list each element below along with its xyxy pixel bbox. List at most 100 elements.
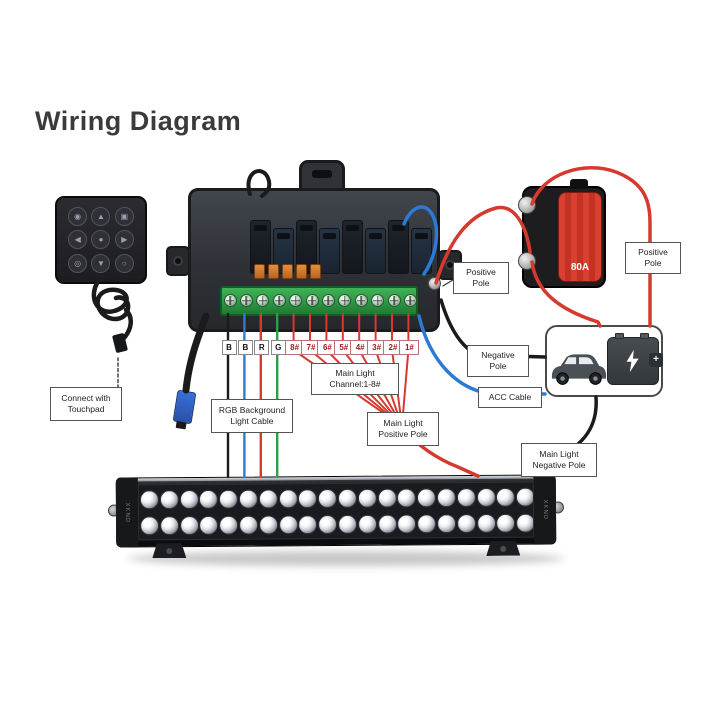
led-reflector <box>159 516 179 536</box>
mounting-bracket-right <box>486 541 520 556</box>
mounting-flange-left <box>166 246 190 276</box>
label-negative-pole: Negative Pole <box>467 345 529 377</box>
terminal-screw <box>289 294 303 307</box>
led-reflector <box>258 515 278 535</box>
terminal-screw <box>354 294 368 307</box>
light-bar-shadow <box>128 551 564 566</box>
breaker-reset-lever: 80A <box>558 192 602 282</box>
touchpad-button: ◉ <box>68 207 88 227</box>
touchpad-plug-connector <box>172 389 197 425</box>
led-reflector <box>199 515 219 535</box>
led-reflector <box>397 488 417 508</box>
led-reflector <box>258 489 278 509</box>
fuse <box>296 264 307 279</box>
brand-text-left: XKND <box>123 502 131 523</box>
led-reflector <box>476 513 496 534</box>
label-main-light-negative: Main Light Negative Pole <box>521 443 597 477</box>
led-reflector <box>317 488 338 509</box>
touchpad-coil-cable <box>91 280 133 341</box>
fuse <box>310 264 321 279</box>
mounting-bracket-left <box>152 543 186 558</box>
terminal-screw <box>239 294 253 307</box>
led-reflector <box>476 487 496 508</box>
breaker-terminal-top <box>518 196 536 214</box>
positive-terminal-stud <box>428 277 441 290</box>
label-main-light-positive: Main Light Positive Pole <box>367 412 439 446</box>
lightning-icon <box>626 349 639 373</box>
led-reflector <box>496 513 516 533</box>
breaker-knob <box>570 179 588 189</box>
led-reflector <box>456 488 476 508</box>
led-reflector <box>377 514 397 534</box>
led-reflector <box>436 488 456 508</box>
fuse <box>268 264 279 279</box>
led-reflector <box>318 514 338 535</box>
led-reflector <box>218 489 239 509</box>
led-reflector <box>238 489 258 509</box>
led-reflector <box>199 489 219 509</box>
label-positive-pole-battery: Positive Pole <box>625 242 681 274</box>
relay <box>319 228 340 274</box>
terminal-tag: B <box>221 340 237 355</box>
terminal-tag: G <box>270 340 286 355</box>
vehicle-battery-box: + <box>545 325 663 397</box>
led-reflector <box>516 513 535 533</box>
terminal-screw <box>387 294 401 307</box>
led-reflector <box>397 514 417 534</box>
touchpad-button: ▼ <box>91 253 111 273</box>
battery-icon: + <box>607 333 663 385</box>
led-reflector <box>496 487 516 507</box>
led-light-bar: XKND XKND <box>107 474 565 548</box>
led-reflector <box>298 489 318 509</box>
terminal-strip <box>220 286 418 316</box>
led-reflector <box>377 488 397 508</box>
led-reflector <box>417 514 437 534</box>
terminal-tag: 1# <box>399 340 420 355</box>
touchpad-button: ▲ <box>91 207 111 227</box>
fuse <box>282 264 293 279</box>
relay <box>388 220 409 274</box>
breaker-rating: 80A <box>570 262 590 273</box>
led-reflector <box>337 514 358 534</box>
led-reflector <box>416 488 437 508</box>
led-reflector <box>238 515 259 535</box>
touchpad-button: ▣ <box>114 207 134 227</box>
battery-terminal-right <box>640 333 649 339</box>
led-reflector <box>298 515 318 535</box>
light-bar-lens <box>137 481 535 541</box>
terminal-screw <box>338 294 352 307</box>
relay <box>365 228 386 274</box>
terminal-screw <box>305 294 319 307</box>
touchpad-button: ▶ <box>114 230 134 250</box>
touchpad-button: ◎ <box>68 253 88 273</box>
led-reflector <box>436 514 457 534</box>
label-acc-cable: ACC Cable <box>478 387 542 408</box>
terminal-screw <box>321 294 335 307</box>
led-reflector <box>456 514 476 534</box>
relay <box>342 220 363 274</box>
label-positive-pole-box: Positive Pole <box>453 262 509 294</box>
battery-plus-icon: + <box>649 353 663 367</box>
terminal-screw <box>256 294 270 307</box>
led-reflector <box>139 516 160 536</box>
terminal-screw <box>403 294 417 307</box>
fuse-row <box>254 264 334 282</box>
light-bar-endcap-right: XKND <box>533 474 557 545</box>
led-reflector <box>278 515 298 535</box>
led-reflector <box>159 490 179 510</box>
touchpad-cable-connector <box>112 332 128 354</box>
led-reflector <box>179 515 199 536</box>
light-bar-endcap-left: XKND <box>115 477 139 548</box>
circuit-breaker: 80A <box>518 179 606 288</box>
led-reflector <box>219 515 239 535</box>
terminal-tag: R <box>254 340 270 355</box>
led-reflector <box>139 490 159 510</box>
label-main-light-channel: Main Light Channel:1-8# <box>311 363 399 395</box>
terminal-screw <box>223 294 237 307</box>
touchpad-button: ◀ <box>68 230 88 250</box>
breaker-terminal-bottom <box>518 252 536 270</box>
brand-text-right: XKND <box>541 499 549 520</box>
terminal-tag: B <box>237 340 253 355</box>
touchpad-button: ○ <box>114 253 134 273</box>
